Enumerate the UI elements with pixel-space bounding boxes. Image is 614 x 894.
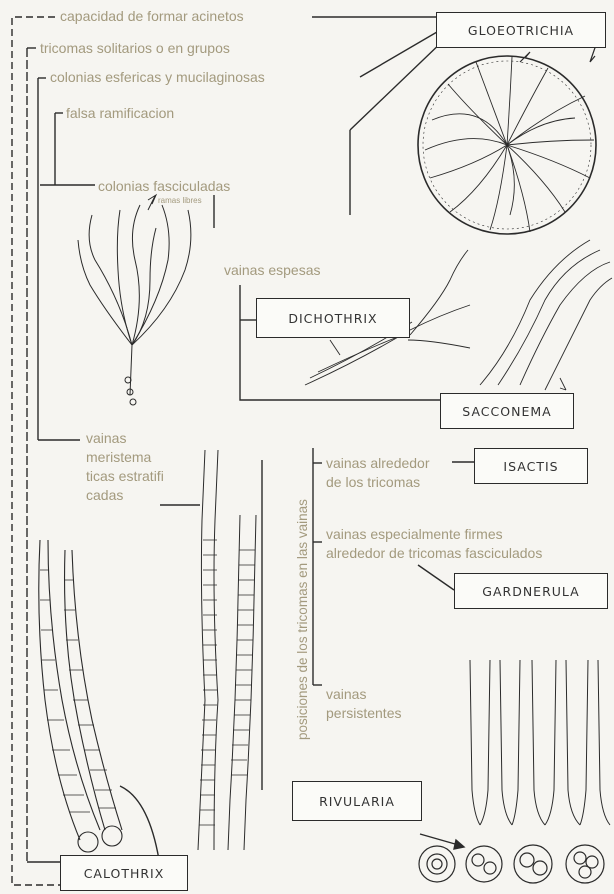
sacconema-filaments [480, 240, 612, 390]
main-bracket [12, 17, 60, 885]
label-meristematicas-4: cadas [86, 487, 123, 504]
label-vainas-persistentes-2: persistentes [326, 705, 401, 722]
box-gloeotrichia: GLOEOTRICHIA [436, 12, 606, 48]
meristematic-filaments [198, 450, 256, 850]
connector-colonias [360, 32, 437, 77]
label-capacidad-acinetos: capacidad de formar acinetos [60, 8, 244, 25]
box-calothrix: CALOTHRIX [60, 855, 188, 891]
fasciculate-colony [78, 195, 191, 405]
label-colonias-esfericas: colonias esfericas y mucilaginosas [50, 69, 265, 86]
rivularia-cross-sections [419, 845, 604, 883]
calothrix-filaments [39, 540, 122, 852]
rivularia-trichomes [470, 660, 610, 825]
label-vainas-firmes-2: alrededor de tricomas fasciculados [326, 545, 542, 562]
label-meristematicas-1: vainas [86, 430, 126, 447]
box-sacconema: SACCONEMA [440, 393, 574, 429]
label-vainas-firmes-1: vainas especialmente firmes [326, 526, 503, 543]
box-dichothrix: DICHOTHRIX [256, 298, 410, 338]
label-vainas-persistentes-1: vainas [326, 686, 366, 703]
connector-gardnerula [418, 565, 454, 590]
label-posiciones-tricomas: posiciones de los tricomas en las vainas [295, 499, 310, 740]
gloeotrichia-colony [418, 52, 596, 234]
label-ramas-libres: ramas libres [158, 196, 202, 205]
label-falsa-ramificacion: falsa ramificacion [66, 105, 174, 122]
label-tricomas-solitarios: tricomas solitarios o en grupos [40, 40, 230, 57]
label-meristematicas-2: meristema [86, 449, 151, 466]
calothrix-cells [40, 570, 116, 812]
box-rivularia: RIVULARIA [292, 781, 422, 821]
label-meristematicas-3: ticas estratifi [86, 468, 164, 485]
label-vainas-alrededor-1: vainas alrededor [326, 455, 430, 472]
box-isactis: ISACTIS [474, 448, 588, 484]
label-vainas-alrededor-2: de los tricomas [326, 474, 420, 491]
label-colonias-fasciculadas: colonias fasciculadas [98, 178, 230, 195]
box-gardnerula: GARDNERULA [454, 573, 608, 609]
label-vainas-espesas: vainas espesas [224, 262, 321, 279]
